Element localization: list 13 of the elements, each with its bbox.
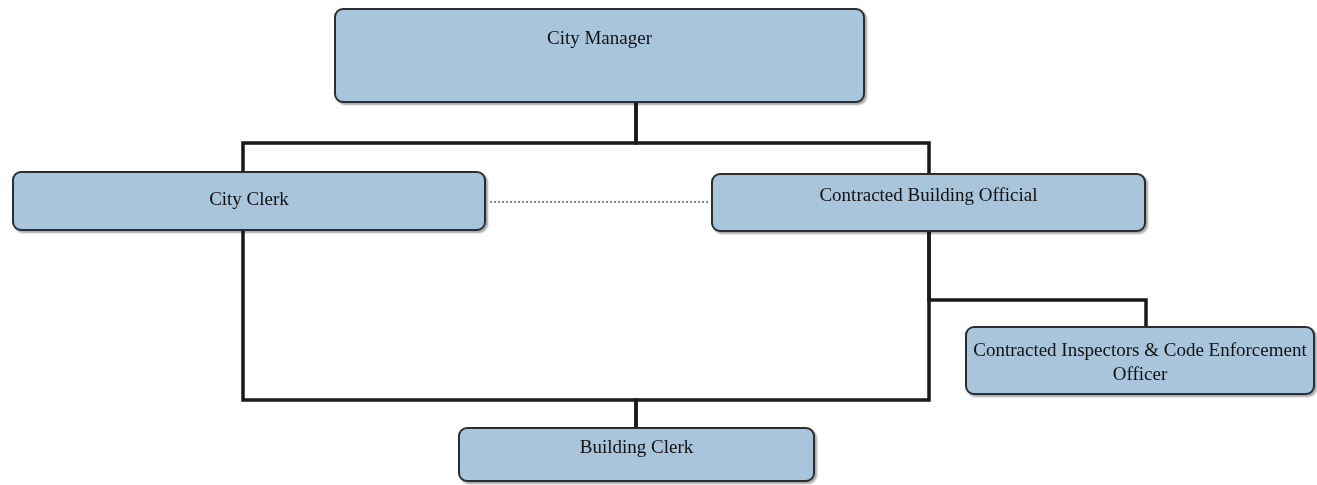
connector-line [927,232,1148,326]
org-box [458,427,815,482]
dotted-connector [489,201,710,203]
org-box [12,171,486,231]
connector-line [634,103,931,173]
org-box [711,173,1146,232]
role-title: City Clerk [209,187,289,211]
role-title: Building Clerk [579,435,694,459]
org-box [965,326,1315,395]
role-title: Contracted Inspectors & Code Enforcement Officer [972,338,1308,386]
role-title: City Manager [547,26,652,50]
role-title: Contracted Building Official [819,183,1038,207]
org-box [334,8,865,103]
